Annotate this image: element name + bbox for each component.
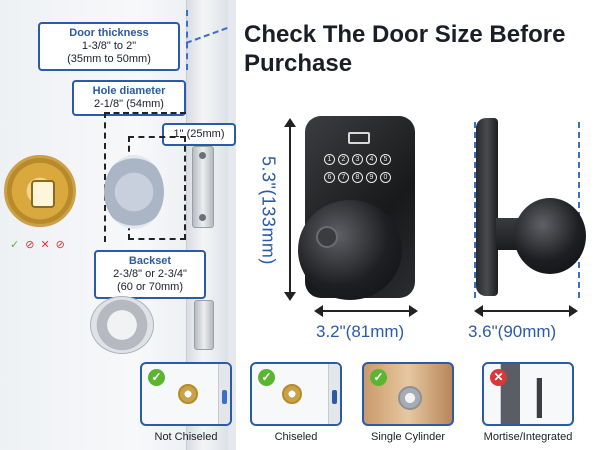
check-icon: ✓ [10, 239, 20, 251]
door-thickness-callout: Door thickness 1-3/8" to 2" (35mm to 50m… [38, 22, 180, 71]
width-dimension-label: 3.2"(81mm) [316, 322, 405, 341]
door-thickness-guide-left [186, 10, 188, 70]
keypad: 1 2 3 4 5 6 7 8 9 0 [318, 132, 402, 190]
thumbnail-label: Single Cylinder [371, 431, 445, 443]
thumbnail-chiseled: ✓ [250, 362, 342, 426]
bore-hole [104, 155, 164, 229]
keypad-key: 4 [366, 154, 377, 165]
height-dimension-label: 5.3"(133mm) [258, 155, 279, 265]
keypad-key: 5 [380, 154, 391, 165]
latch-value: 1" (25mm) [173, 128, 225, 140]
mortise-handle-small [536, 378, 542, 418]
depth-guide-left [474, 122, 476, 298]
hole-diameter-callout: Hole diameter 2-1/8" (54mm) [72, 80, 186, 116]
hole-diameter-value: 2-1/8" (54mm) [94, 98, 164, 110]
keypad-key: 3 [352, 154, 363, 165]
depth-arrow-right [569, 305, 578, 317]
latch-plate [192, 146, 214, 228]
check-icon: ✓ [148, 369, 165, 386]
bore-hole-small [178, 384, 198, 404]
latch-mark-small [222, 390, 227, 404]
lock-side-knob [514, 198, 586, 274]
lock-side-plate [476, 118, 498, 296]
cross-icon: ✕ [40, 239, 50, 251]
backset-value-mm: (60 or 70mm) [116, 281, 184, 293]
latch-zoom-detail [4, 155, 76, 227]
stop-icon-2: ⊘ [55, 239, 65, 251]
zoom-check-row: ✓ ⊘ ✕ ⊘ [10, 238, 65, 251]
thumbnail-mortise: ✕ [482, 362, 574, 426]
width-arrow-right [409, 305, 418, 317]
latch-screw-top [199, 152, 206, 159]
backset-title: Backset [128, 255, 172, 267]
latch-zoom-inner [31, 180, 55, 208]
stop-icon: ⊘ [25, 239, 35, 251]
latch-callout: 1" (25mm) [162, 123, 236, 146]
hole-diameter-title: Hole diameter [92, 85, 166, 97]
latch-mark-small [332, 390, 337, 404]
lock-knob [298, 200, 402, 300]
depth-dimension-line [478, 310, 570, 312]
depth-dimension-label: 3.6"(90mm) [468, 322, 557, 341]
height-arrow-bottom [284, 292, 296, 301]
backset-value: 2-3/8" or 2-3/4" [113, 268, 187, 280]
thumbnail-single-cylinder: ✓ [362, 362, 454, 426]
door-thickness-value: 1-3/8" to 2" [81, 40, 137, 52]
backset-callout: Backset 2-3/8" or 2-3/4" (60 or 70mm) [94, 250, 206, 299]
door-thickness-value-mm: (35mm to 50mm) [67, 53, 151, 65]
keyway [316, 226, 338, 248]
latch-screw-bottom [199, 214, 206, 221]
keypad-key: 7 [338, 172, 349, 183]
thumbnail-label: Chiseled [274, 431, 318, 443]
keypad-key: 0 [380, 172, 391, 183]
door-thickness-title: Door thickness [69, 27, 149, 39]
keypad-key: 1 [324, 154, 335, 165]
bore-hole-small [282, 384, 302, 404]
bore-guide-top [104, 112, 186, 114]
check-icon: ✓ [370, 369, 387, 386]
bore-guide-left [104, 112, 106, 242]
door-frame [228, 0, 236, 450]
keypad-key: 2 [338, 154, 349, 165]
keypad-key: 9 [366, 172, 377, 183]
page-title: Check The Door Size Before Purchase [244, 21, 566, 77]
thumbnail-label: Not Chiseled [154, 431, 218, 443]
check-icon: ✓ [258, 369, 275, 386]
strike-plate [194, 300, 214, 350]
width-dimension-line [318, 310, 410, 312]
thumbnail-label: Mortise/Integrated [483, 431, 573, 443]
close-icon: ✕ [490, 369, 507, 386]
deadbolt-small [398, 386, 422, 410]
deadbolt-hole [90, 296, 154, 354]
keypad-key: 6 [324, 172, 335, 183]
depth-guide-right [578, 122, 580, 298]
keypad-key: 8 [352, 172, 363, 183]
height-dimension-line [289, 122, 291, 298]
thumbnail-not-chiseled: ✓ [140, 362, 232, 426]
keypad-logo [348, 132, 370, 144]
